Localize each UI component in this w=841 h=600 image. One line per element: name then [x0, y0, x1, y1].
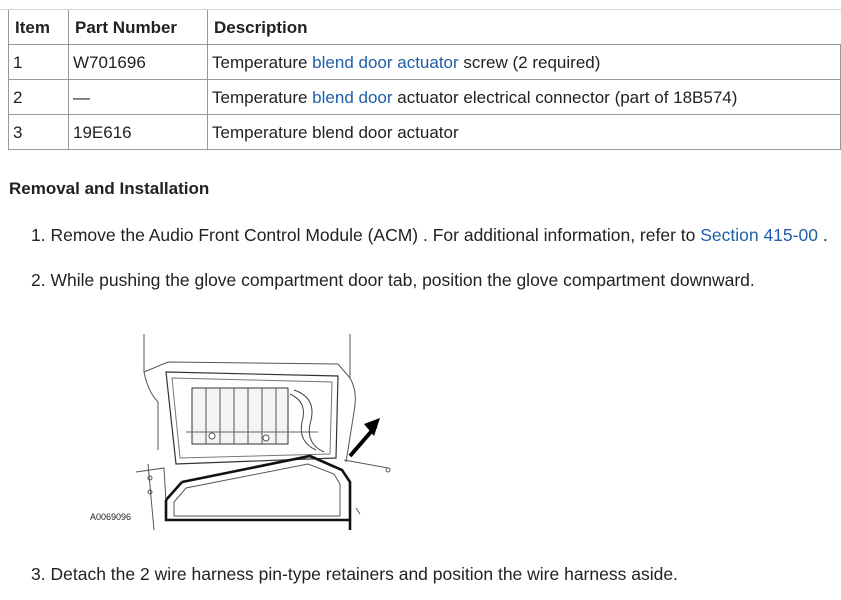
pointer-arrow: [348, 418, 380, 458]
table-row: 1 W701696 Temperature blend door actuato…: [8, 44, 841, 80]
section-title: Removal and Installation: [9, 179, 210, 198]
header-part-number: Part Number: [68, 10, 208, 45]
description-text: Temperature: [212, 88, 313, 107]
blend-door-link[interactable]: blend door: [312, 88, 393, 107]
step-text: While pushing the glove compartment door…: [50, 270, 755, 290]
cell-item: 2: [8, 79, 69, 115]
step-1: 1. Remove the Audio Front Control Module…: [31, 225, 828, 246]
figure-code: A0069096: [90, 512, 131, 522]
cell-part-number: —: [68, 79, 208, 115]
step-3: 3. Detach the 2 wire harness pin-type re…: [31, 564, 678, 585]
step-text: Remove the Audio Front Control Module (A…: [50, 225, 701, 245]
description-text: screw (2 required): [458, 53, 601, 72]
step-number: 2.: [31, 270, 46, 290]
glove-compartment-illustration: A0069096: [90, 334, 391, 530]
description-text: Temperature blend door actuator: [212, 123, 459, 142]
cell-item: 3: [8, 114, 69, 150]
step-text: Detach the 2 wire harness pin-type retai…: [50, 564, 678, 584]
header-item: Item: [8, 10, 69, 45]
cell-description: Temperature blend door actuator: [207, 114, 841, 150]
description-text: actuator electrical connector (part of 1…: [392, 88, 738, 107]
step-text-end: .: [817, 225, 828, 245]
parts-table: Item Part Number Description 1 W701696 T…: [8, 10, 841, 150]
cell-part-number: 19E616: [68, 114, 208, 150]
table-header-row: Item Part Number Description: [8, 10, 841, 45]
cell-part-number: W701696: [68, 44, 208, 80]
cell-item: 1: [8, 44, 69, 80]
cell-description: Temperature blend door actuator electric…: [207, 79, 841, 115]
top-divider: [0, 0, 841, 10]
description-text: Temperature: [212, 53, 313, 72]
table-row: 3 19E616 Temperature blend door actuator: [8, 114, 841, 150]
cell-description: Temperature blend door actuator screw (2…: [207, 44, 841, 80]
step-number: 3.: [31, 564, 46, 584]
header-description: Description: [207, 10, 841, 45]
table-row: 2 — Temperature blend door actuator elec…: [8, 79, 841, 115]
section-415-00-link[interactable]: Section 415-00: [700, 225, 818, 245]
step-2: 2. While pushing the glove compartment d…: [31, 270, 755, 291]
blend-door-actuator-link[interactable]: blend door actuator: [312, 53, 459, 72]
step-number: 1.: [31, 225, 46, 245]
